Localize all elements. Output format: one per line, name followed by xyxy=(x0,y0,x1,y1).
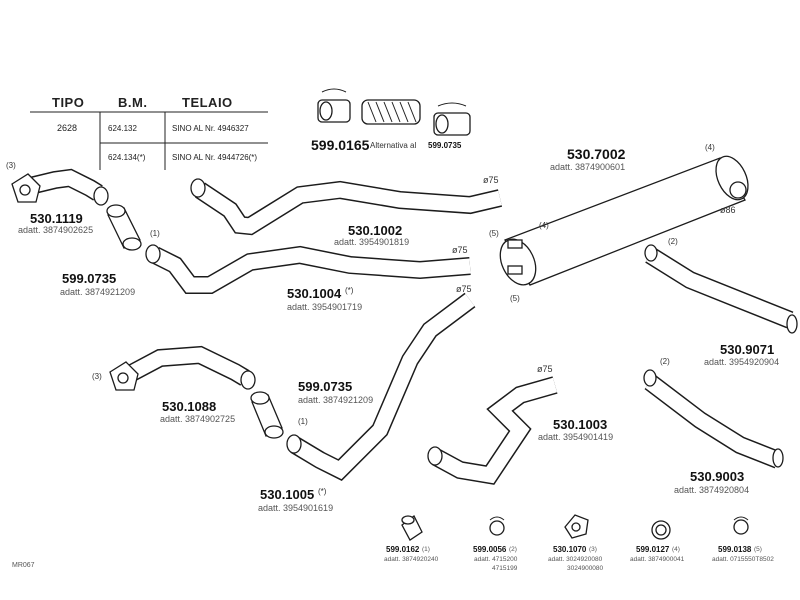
label-530-1005: 530.1005 xyxy=(260,487,315,502)
tag-530-9003: (2) xyxy=(660,357,670,366)
label-599-0735-top: 599.0735 xyxy=(62,271,117,286)
label-530-9071: 530.9071 xyxy=(720,342,775,357)
acc-tag: (4) xyxy=(672,546,680,553)
acc-tag: (2) xyxy=(509,546,517,553)
pipe-530-1088 xyxy=(109,345,256,391)
adatt-530-9071: adatt. 3954920904 xyxy=(704,357,780,367)
label-530-9003: 530.9003 xyxy=(690,469,745,484)
table-cell-bm-1: 624.132 xyxy=(108,124,137,133)
tag-c5-top: (5) xyxy=(489,229,499,238)
acc-599-0162-icon xyxy=(401,515,423,541)
muffler-530-7002 xyxy=(499,155,749,286)
mark-530-1005: (*) xyxy=(318,487,327,496)
acc-tag: (3) xyxy=(589,546,597,553)
table-lines xyxy=(30,111,268,170)
clamp-left xyxy=(317,88,351,123)
table-cell-telaio-1: SINO AL Nr. 4946327 xyxy=(172,124,249,133)
dia-530-7002: ø86 xyxy=(720,205,736,215)
adatt-530-1004: adatt. 3954901719 xyxy=(287,302,363,312)
dia-530-1004: ø75 xyxy=(452,245,468,255)
acc-adatt2: 3024900080 xyxy=(567,565,604,572)
pipe-530-1119 xyxy=(11,168,109,206)
acc-part: 599.0162 xyxy=(386,545,420,554)
label-530-1004: 530.1004 xyxy=(287,286,342,301)
acc-tag: (1) xyxy=(422,546,430,553)
table-cell-tipo-1: 2628 xyxy=(57,123,78,133)
tag-c1-lower: (1) xyxy=(298,417,308,426)
table-cell-bm-2: 624.134(*) xyxy=(108,153,146,162)
acc-adatt: adatt. 3024920080 xyxy=(548,556,603,563)
acc-tag: (5) xyxy=(754,546,762,553)
acc-530-1070-icon xyxy=(564,514,589,539)
acc-adatt: adatt. 3874900041 xyxy=(630,556,685,563)
table-header-telaio: TELAIO xyxy=(182,95,233,110)
acc-adatt2: 4715199 xyxy=(492,565,518,572)
pipe-530-1003 xyxy=(427,376,558,485)
dia-530-1003: ø75 xyxy=(537,364,553,374)
kit-alt-part: 599.0735 xyxy=(428,141,462,150)
pipe-530-9071 xyxy=(644,244,798,334)
adatt-599-0735-lower: adatt. 3874921209 xyxy=(298,395,374,405)
acc-599-0127-icon xyxy=(651,520,671,540)
adatt-530-1005: adatt. 3954901619 xyxy=(258,503,334,513)
adatt-530-1119: adatt. 3874902625 xyxy=(18,225,94,235)
table-cell-telaio-2: SINO AL Nr. 4944726(*) xyxy=(172,153,258,162)
table-header-bm: B.M. xyxy=(118,95,148,110)
dia-530-1005: ø75 xyxy=(456,284,472,294)
label-530-1003: 530.1003 xyxy=(553,417,608,432)
pipe-530-1002 xyxy=(190,178,503,236)
tag-530-1088: (3) xyxy=(92,372,102,381)
dia-530-1002: ø75 xyxy=(483,175,499,185)
acc-adatt: adatt. 0715550T8502 xyxy=(712,556,774,563)
tag-c4-left: (4) xyxy=(539,221,549,230)
kit-part-number: 599.0165 xyxy=(311,137,370,153)
adatt-530-1088: adatt. 3874902725 xyxy=(160,414,236,424)
acc-part: 599.0056 xyxy=(473,545,507,554)
sleeve-599-0735-lower xyxy=(250,391,284,439)
acc-599-0138-icon xyxy=(733,516,749,535)
acc-599-0056-icon xyxy=(489,516,505,536)
pipe-530-1005 xyxy=(286,292,476,481)
label-530-1002: 530.1002 xyxy=(348,223,403,238)
kit-599-0165-drawing xyxy=(317,88,471,136)
pipe-530-9003 xyxy=(643,369,784,469)
footer-code: MR067 xyxy=(12,562,35,569)
adatt-530-9003: adatt. 3874920804 xyxy=(674,485,750,495)
label-530-1119: 530.1119 xyxy=(30,211,83,226)
label-599-0735-lower: 599.0735 xyxy=(298,379,353,394)
acc-adatt: adatt. 4715200 xyxy=(474,556,518,563)
tag-c5-bottom: (5) xyxy=(510,294,520,303)
flex-pipe xyxy=(361,99,421,125)
sleeve-599-0735-top xyxy=(106,204,142,251)
label-530-1088: 530.1088 xyxy=(162,399,217,414)
acc-adatt: adatt. 3874920240 xyxy=(384,556,439,563)
clamp-right xyxy=(433,102,471,136)
adatt-530-1003: adatt. 3954901419 xyxy=(538,432,614,442)
adatt-530-1002: adatt. 3954901819 xyxy=(334,237,410,247)
label-530-7002: 530.7002 xyxy=(567,146,626,162)
acc-part: 599.0127 xyxy=(636,545,670,554)
acc-part: 530.1070 xyxy=(553,545,587,554)
tag-c4-right: (4) xyxy=(705,143,715,152)
acc-part: 599.0138 xyxy=(718,545,752,554)
tag-530-1119: (3) xyxy=(6,161,16,170)
adatt-599-0735-top: adatt. 3874921209 xyxy=(60,287,136,297)
adatt-530-7002: adatt. 3874900601 xyxy=(550,162,626,172)
kit-alt-prefix: Alternativa al xyxy=(370,141,417,150)
tag-530-9071: (2) xyxy=(668,237,678,246)
tag-c1-top: (1) xyxy=(150,229,160,238)
mark-530-1004: (*) xyxy=(345,286,354,295)
pipe-530-1004 xyxy=(145,244,471,294)
table-header-tipo: TIPO xyxy=(52,95,85,110)
